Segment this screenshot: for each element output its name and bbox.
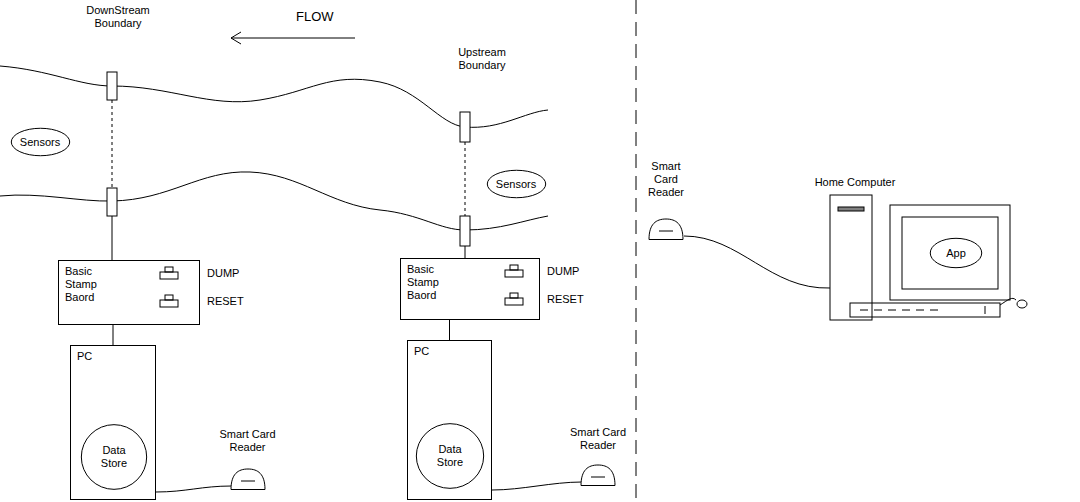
keyboard-keys: [860, 306, 985, 314]
ellipse-node: Data Store: [416, 423, 484, 489]
connector-wire: [113, 325, 114, 345]
boundary-line: [465, 142, 466, 216]
node-label: App: [946, 247, 966, 260]
connector-wire: [492, 482, 582, 490]
ellipse-node: App: [930, 238, 982, 268]
button-icon: [160, 272, 178, 279]
boundary-line: [112, 100, 113, 188]
flow-arrow: [231, 38, 355, 39]
node-label: Sensors: [496, 178, 536, 191]
keyboard: [850, 303, 1000, 317]
button-icon: [510, 293, 518, 298]
boundary-post: [460, 112, 470, 142]
boundary-post: [107, 188, 117, 216]
device-box: Basic Stamp Baord: [400, 258, 540, 320]
card-reader: Smart Card Reader: [215, 428, 280, 490]
node-label: Basic Stamp Baord: [65, 265, 125, 304]
device-box: PC Data Store: [407, 340, 492, 500]
device-label: Smart Card Reader: [566, 426, 630, 452]
node-label: Data Store: [92, 444, 136, 470]
node-label: PC: [77, 350, 117, 363]
text-label: DUMP: [547, 265, 579, 278]
ellipse-node: Sensors: [487, 170, 546, 198]
button-icon: [505, 298, 523, 305]
flow-arrowhead: [231, 32, 241, 44]
monitor: [890, 205, 1010, 300]
node-label: Data Store: [428, 443, 472, 469]
card-reader: Smart Card Reader: [640, 160, 692, 240]
sensor-wire: [465, 246, 466, 258]
text-label: Home Computer: [800, 176, 910, 189]
node-label: PC: [414, 345, 454, 358]
monitor-screen: [902, 217, 998, 289]
text-label: DUMP: [207, 267, 239, 280]
device-box: PC Data Store: [70, 345, 156, 500]
connector-wire: [156, 486, 232, 492]
button-icon: [160, 300, 178, 307]
ellipse-node: Sensors: [11, 128, 70, 156]
button-icon: [165, 267, 173, 272]
node-label: Sensors: [20, 136, 60, 149]
reader-cable: [684, 236, 830, 288]
text-label: RESET: [547, 293, 584, 306]
drive-slot: [838, 207, 864, 211]
node-label: Basic Stamp Baord: [407, 263, 467, 302]
boundary-post: [460, 216, 470, 246]
mouse: [1017, 300, 1027, 308]
button-icon: [165, 295, 173, 300]
device-label: Smart Card Reader: [646, 160, 686, 199]
ellipse-node: Data Store: [81, 424, 147, 490]
text-label: DownStream Boundary: [80, 4, 156, 30]
card-reader-icon: [648, 218, 684, 240]
button-icon: [505, 270, 523, 277]
boundary-post: [107, 72, 117, 100]
card-reader-icon: [230, 468, 266, 490]
card-reader: Smart Card Reader: [566, 426, 630, 486]
sensor-wire: [112, 216, 113, 260]
divider: [636, 0, 637, 502]
text-label: Upstream Boundary: [450, 46, 514, 72]
device-box: Basic Stamp Baord: [58, 260, 200, 325]
button-icon: [510, 265, 518, 270]
connector-wire: [449, 320, 450, 340]
device-label: Smart Card Reader: [216, 428, 280, 454]
card-reader-icon: [580, 464, 616, 486]
computer-tower: [830, 195, 872, 320]
text-label: RESET: [207, 295, 244, 308]
mouse-cable: [1000, 298, 1016, 305]
text-label: FLOW: [296, 9, 334, 24]
